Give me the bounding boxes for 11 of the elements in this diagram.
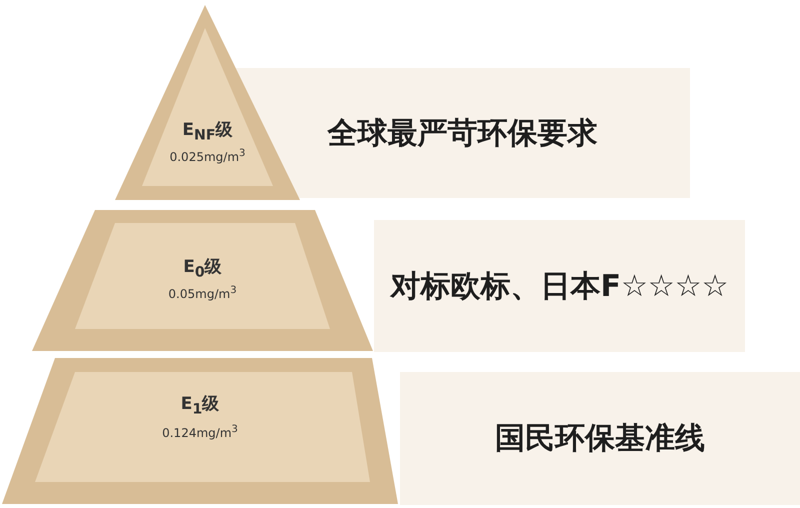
- tier-description: 全球最严苛环保要求: [328, 114, 598, 152]
- tier-description: 国民环保基准线: [495, 420, 705, 458]
- text-band: [374, 220, 745, 352]
- emission-value: 0.124mg/m$^{3}$: [162, 426, 238, 440]
- grade-label: E$_{0}$级: [183, 257, 222, 277]
- tier-description: 对标欧标、日本F☆☆☆☆: [390, 268, 729, 306]
- emission-value: 0.05mg/m$^{3}$: [168, 287, 237, 301]
- grade-label: E$_{NF}$级: [182, 120, 233, 140]
- grade-label: E$_{1}$级: [180, 394, 220, 414]
- pyramid-tier: [0, 356, 400, 506]
- emission-value: 0.025mg/m$^{3}$: [170, 150, 246, 164]
